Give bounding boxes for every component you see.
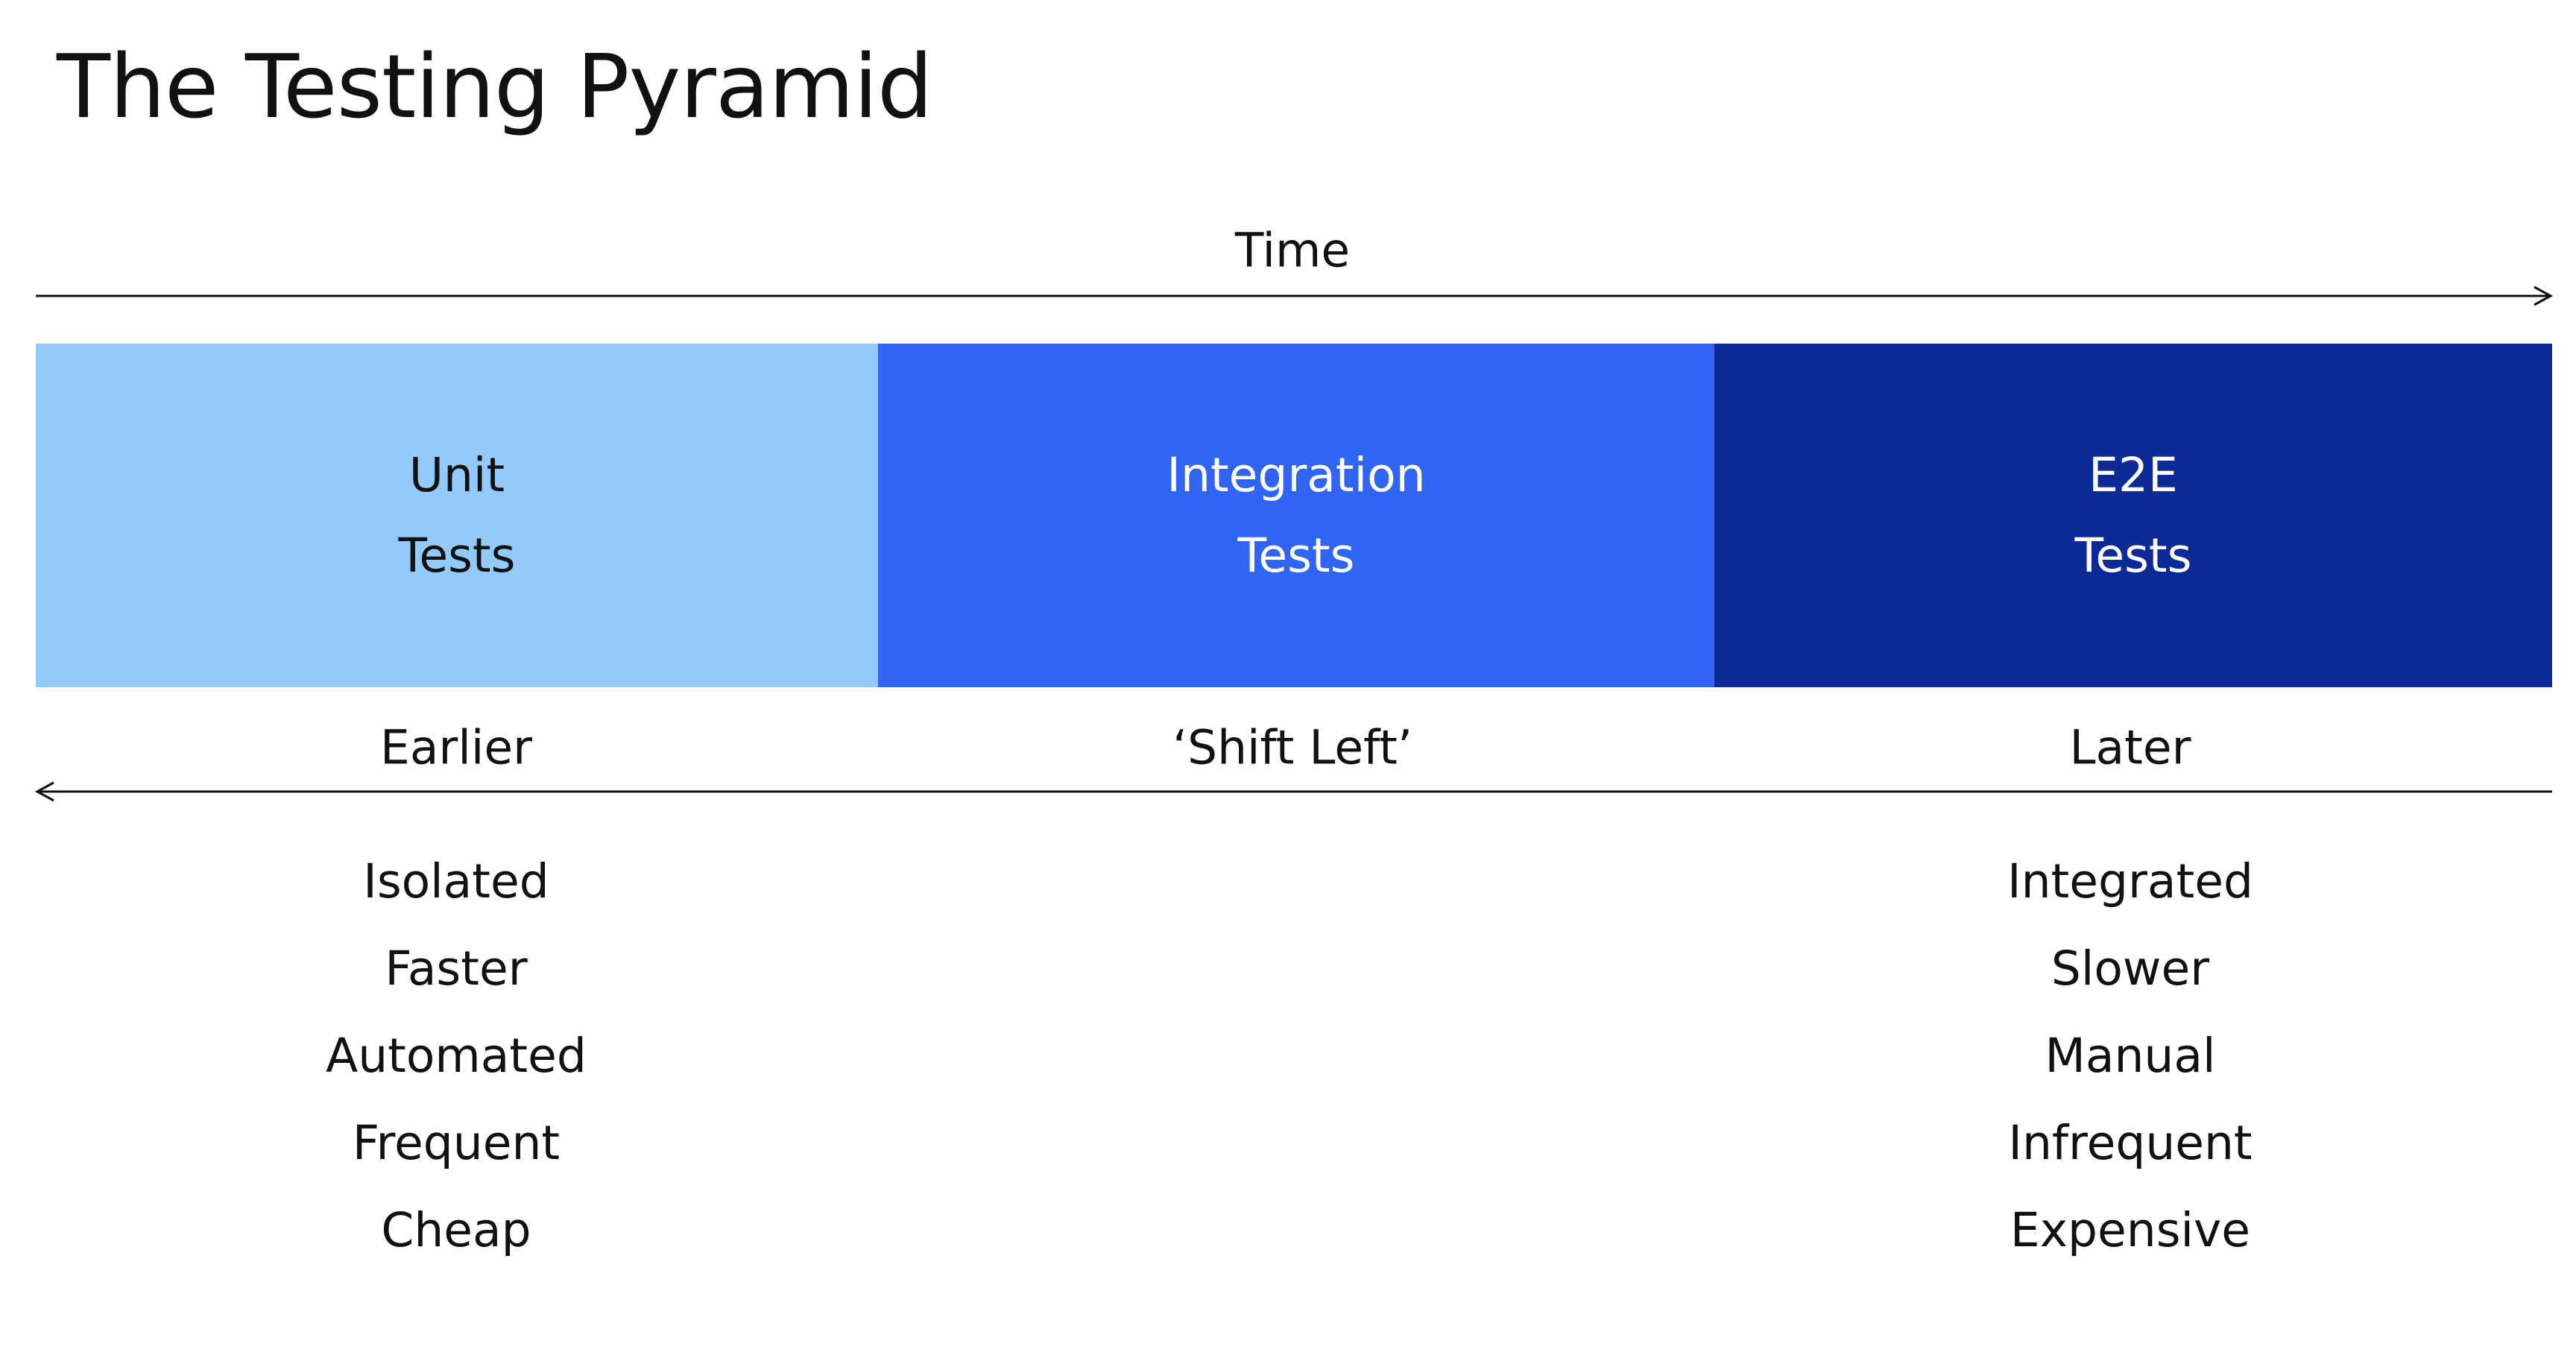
testing-segments-band: Unit Tests Integration Tests E2E Tests <box>36 344 2552 687</box>
e2e-tests-label-line2: Tests <box>2074 528 2192 583</box>
integration-tests-segment: Integration Tests <box>878 344 1714 687</box>
right-trait-item: Slower <box>2051 941 2210 996</box>
page-title: The Testing Pyramid <box>57 35 933 138</box>
time-arrow-head <box>2534 285 2554 306</box>
right-traits-list: Integrated Slower Manual Infrequent Expe… <box>1869 838 2391 1274</box>
unit-tests-segment: Unit Tests <box>36 344 878 687</box>
left-trait-item: Isolated <box>363 854 549 909</box>
time-arrow <box>36 285 2554 306</box>
shift-left-label: ‘Shift Left’ <box>1172 720 1412 775</box>
time-axis-label: Time <box>1234 223 1351 278</box>
right-trait-item: Expensive <box>2010 1203 2251 1257</box>
integration-tests-label-line1: Integration <box>1167 447 1426 502</box>
left-traits-list: Isolated Faster Automated Frequent Cheap <box>195 838 717 1274</box>
right-trait-item: Infrequent <box>2008 1116 2253 1170</box>
unit-tests-label-line2: Tests <box>398 528 516 583</box>
left-trait-item: Faster <box>385 941 528 996</box>
right-trait-item: Manual <box>2045 1029 2216 1083</box>
e2e-tests-segment: E2E Tests <box>1714 344 2552 687</box>
left-trait-item: Automated <box>326 1029 587 1083</box>
integration-tests-label-line2: Tests <box>1237 528 1355 583</box>
later-label: Later <box>2069 720 2191 775</box>
left-trait-item: Cheap <box>381 1203 531 1257</box>
shift-arrow-head <box>34 781 54 802</box>
shift-left-arrow <box>34 781 2552 802</box>
unit-tests-label-line1: Unit <box>408 447 505 502</box>
earlier-label: Earlier <box>380 720 532 775</box>
left-trait-item: Frequent <box>352 1116 561 1170</box>
e2e-tests-label-line1: E2E <box>2089 447 2178 502</box>
right-trait-item: Integrated <box>2007 854 2253 909</box>
